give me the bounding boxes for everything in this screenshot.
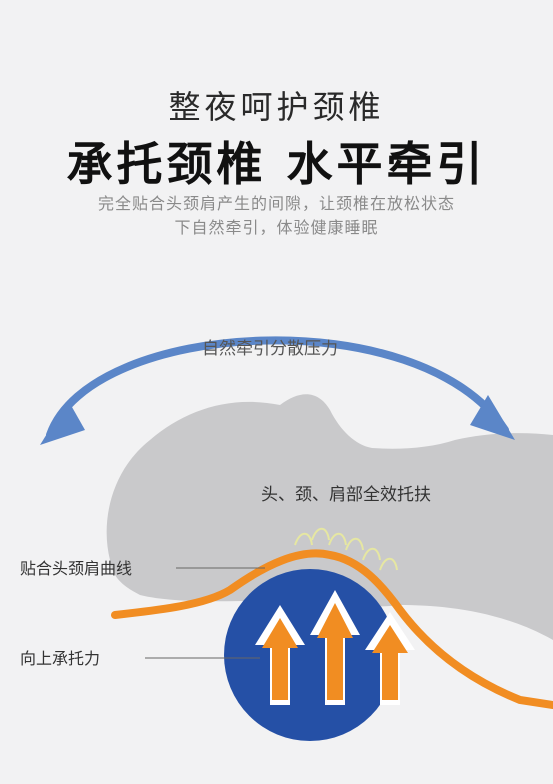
arrow-right-head-icon <box>470 395 515 440</box>
head-silhouette <box>106 394 553 640</box>
traction-arrow <box>46 336 509 439</box>
description-line-1: 完全贴合头颈肩产生的间隙，让颈椎在放松状态 <box>97 194 455 213</box>
upward-arrows <box>255 590 415 705</box>
support-lines <box>294 527 398 571</box>
curve-label: 贴合头颈肩曲线 <box>20 559 132 578</box>
page-title: 整夜呵护颈椎 <box>168 88 385 126</box>
description-line-2: 下自然牵引，体验健康睡眠 <box>174 218 379 237</box>
arrow-left-head-icon <box>40 400 85 445</box>
lift-label: 向上承托力 <box>20 649 100 668</box>
page-headline: 承托颈椎 水平牵引 <box>66 137 487 191</box>
pillow-curve <box>111 549 553 709</box>
support-label: 头、颈、肩部全效托扶 <box>261 485 431 505</box>
arrow-label: 自然牵引分散压力 <box>202 339 338 359</box>
support-circle <box>224 569 396 741</box>
